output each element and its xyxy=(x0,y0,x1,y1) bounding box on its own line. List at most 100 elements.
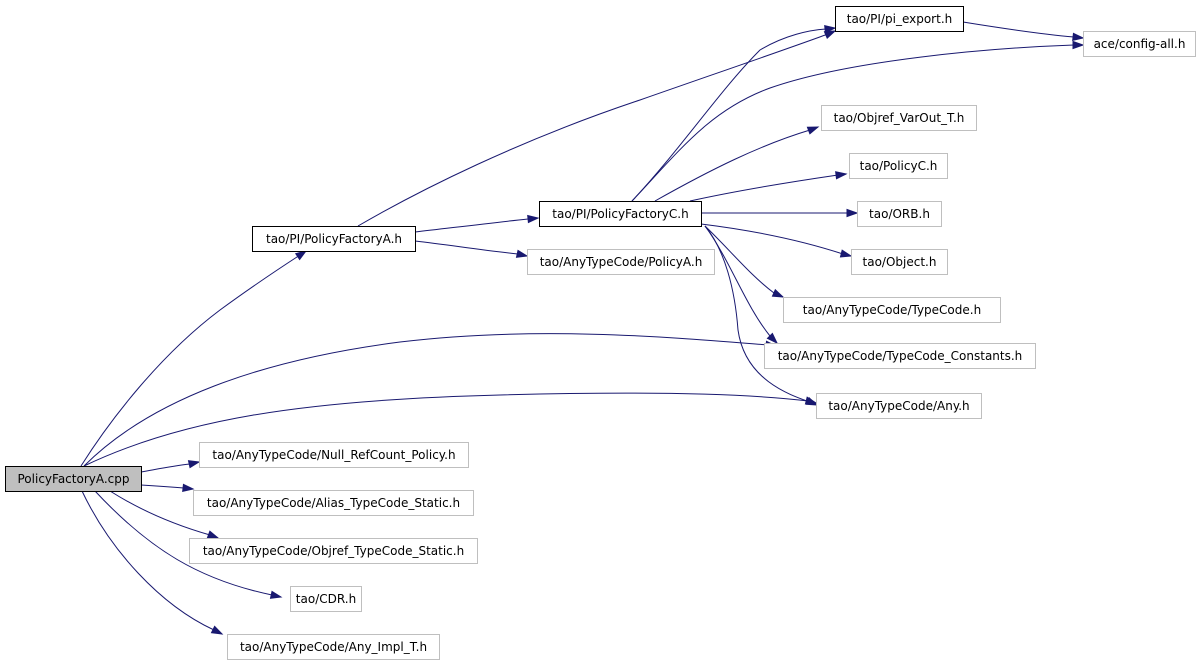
node-typecode: tao/AnyTypeCode/TypeCode.h xyxy=(783,297,1001,323)
edge-line xyxy=(700,223,852,257)
edge-arrowhead xyxy=(805,396,819,406)
node-box xyxy=(527,249,715,275)
nodes-layer: PolicyFactoryA.cpp tao/PI/PolicyFactoryA.… xyxy=(5,6,1196,660)
node-box xyxy=(821,105,977,131)
node-box xyxy=(189,538,478,564)
edge-arrowhead xyxy=(824,24,837,34)
edge-line xyxy=(109,490,219,539)
edge-arrowhead xyxy=(766,332,779,345)
node-box xyxy=(849,153,948,179)
node-box xyxy=(783,297,1001,323)
edge-line xyxy=(80,250,307,467)
edge-line xyxy=(631,27,836,202)
node-pi_export[interactable]: tao/PI/pi_export.h xyxy=(835,6,964,32)
node-box xyxy=(1083,31,1196,57)
edge-line xyxy=(962,21,1084,39)
node-box xyxy=(857,201,942,227)
edge-arrowhead xyxy=(1072,32,1085,42)
node-any_impl: tao/AnyTypeCode/Any_Impl_T.h xyxy=(227,634,440,660)
edge-line xyxy=(81,490,223,635)
node-objref_tc: tao/AnyTypeCode/Objref_TypeCode_Static.h xyxy=(189,538,478,564)
node-tc_constants: tao/AnyTypeCode/TypeCode_Constants.h xyxy=(764,343,1036,369)
node-box xyxy=(290,586,362,612)
edge-line xyxy=(704,225,784,298)
node-config_all: ace/config-all.h xyxy=(1083,31,1196,57)
edge-line xyxy=(704,225,778,344)
edge-arrowhead xyxy=(771,288,785,298)
node-box xyxy=(851,249,948,275)
edge-arrowhead xyxy=(515,249,529,258)
node-box xyxy=(764,343,1036,369)
node-box xyxy=(5,466,142,492)
node-label: tao/CDR.h xyxy=(296,592,356,606)
node-box xyxy=(252,226,416,252)
edge-pfa_h-to-pi_export xyxy=(357,30,837,227)
node-objref_varout: tao/Objref_VarOut_T.h xyxy=(821,105,977,131)
edge-arrowhead xyxy=(182,483,195,493)
edge-arrowhead xyxy=(846,208,859,218)
node-object: tao/Object.h xyxy=(851,249,948,275)
node-pfa_h[interactable]: tao/PI/PolicyFactoryA.h xyxy=(252,226,416,252)
edge-line xyxy=(654,126,819,202)
edge-root-to-alias_tc xyxy=(140,483,195,493)
edge-root-to-null_refcount xyxy=(140,460,201,473)
edge-root-to-objref_tc xyxy=(109,490,220,539)
node-label: tao/Objref_VarOut_T.h xyxy=(834,111,965,125)
edge-root-to-pfa_h xyxy=(80,250,308,467)
edge-pfc_h-to-typecode xyxy=(704,225,785,298)
node-label: tao/AnyTypeCode/TypeCode_Constants.h xyxy=(778,349,1023,363)
edge-pfc_h-to-object xyxy=(700,223,853,258)
edge-line xyxy=(631,44,1083,202)
node-label: tao/AnyTypeCode/Objref_TypeCode_Static.h xyxy=(203,544,464,558)
edge-pfc_h-to-pi_export xyxy=(631,24,837,202)
edge-pfa_h-to-pfc_h xyxy=(414,214,540,233)
edge-arrowhead xyxy=(835,171,848,180)
node-label: tao/AnyTypeCode/Any_Impl_T.h xyxy=(240,640,427,654)
edge-line xyxy=(357,30,836,227)
edge-pfc_h-to-policyc xyxy=(689,171,848,202)
node-label: PolicyFactoryA.cpp xyxy=(18,472,130,486)
edge-pfa_h-to-policya xyxy=(414,240,529,258)
node-label: tao/AnyTypeCode/TypeCode.h xyxy=(803,303,981,317)
node-root[interactable]: PolicyFactoryA.cpp xyxy=(5,466,142,492)
node-box xyxy=(835,6,964,32)
node-box xyxy=(539,201,702,227)
edge-pfc_h-to-objref_varout xyxy=(654,126,820,202)
node-label: tao/PolicyC.h xyxy=(860,159,938,173)
node-label: tao/AnyTypeCode/Null_RefCount_Policy.h xyxy=(212,448,455,462)
node-label: tao/PI/PolicyFactoryC.h xyxy=(552,207,688,221)
node-label: tao/AnyTypeCode/Alias_TypeCode_Static.h xyxy=(207,496,460,510)
node-label: tao/AnyTypeCode/Any.h xyxy=(828,399,969,413)
node-label: ace/config-all.h xyxy=(1094,37,1186,51)
node-label: tao/ORB.h xyxy=(869,207,930,221)
edge-line xyxy=(83,333,777,467)
node-cdr: tao/CDR.h xyxy=(290,586,362,612)
node-policyc: tao/PolicyC.h xyxy=(849,153,948,179)
node-label: tao/AnyTypeCode/PolicyA.h xyxy=(540,255,703,269)
edge-line xyxy=(414,240,528,257)
edge-line xyxy=(414,217,539,233)
node-pfc_h[interactable]: tao/PI/PolicyFactoryC.h xyxy=(539,201,702,227)
edge-arrowhead xyxy=(823,30,837,40)
edge-arrowhead xyxy=(1072,40,1085,50)
node-box xyxy=(227,634,440,660)
edge-arrowhead xyxy=(206,530,220,539)
node-alias_tc: tao/AnyTypeCode/Alias_TypeCode_Static.h xyxy=(193,490,474,516)
edge-arrowhead xyxy=(839,249,853,258)
node-orb: tao/ORB.h xyxy=(857,201,942,227)
edge-pfc_h-to-orb xyxy=(701,208,859,218)
node-policya: tao/AnyTypeCode/PolicyA.h xyxy=(527,249,715,275)
edge-arrowhead xyxy=(806,126,820,135)
node-any: tao/AnyTypeCode/Any.h xyxy=(816,393,982,419)
edge-root-to-any_impl xyxy=(81,490,224,635)
edge-pfc_h-to-any xyxy=(704,225,819,406)
edge-arrowhead xyxy=(210,625,224,635)
edge-pi_export-to-config_all xyxy=(962,21,1085,42)
edge-arrowhead xyxy=(269,590,283,599)
edge-arrowhead xyxy=(527,214,540,224)
node-label: tao/PI/PolicyFactoryA.h xyxy=(266,232,402,246)
edge-pfc_h-to-tc_constants xyxy=(704,225,779,345)
edge-root-to-cdr xyxy=(94,490,283,599)
edge-line xyxy=(689,173,847,202)
